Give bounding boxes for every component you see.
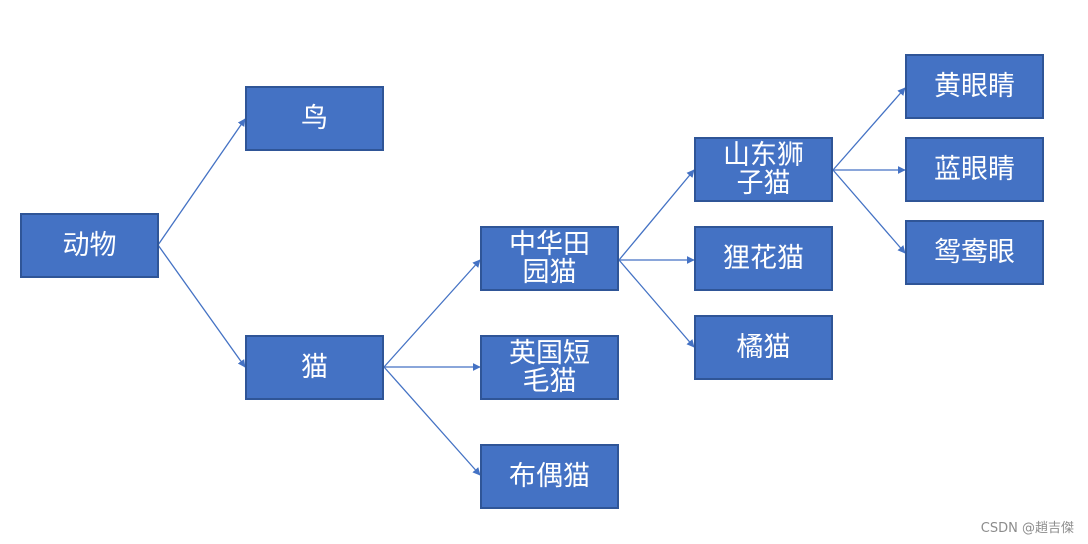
node-ragdoll-label: 布偶猫: [509, 460, 590, 492]
node-blue-eyes: 蓝眼睛: [905, 137, 1044, 202]
edge-chinese-orange: [618, 259, 695, 348]
node-yellow-eyes: 黄眼睛: [905, 54, 1044, 119]
edge-shandong-odd: [832, 169, 906, 254]
edge-animal-bird: [157, 118, 246, 246]
node-li-hua-cat: 狸花猫: [694, 226, 833, 291]
edge-cat-chinese: [383, 259, 481, 368]
node-blue-eyes-label: 蓝眼睛: [934, 153, 1015, 185]
node-chinese-cat: 中华田园猫: [480, 226, 619, 291]
node-british-cat-label: 英国短毛猫: [509, 337, 590, 397]
node-shandong-lion-cat-label: 山东狮子猫: [723, 139, 804, 199]
node-cat-label: 猫: [301, 351, 328, 383]
edge-cat-ragdoll: [383, 366, 481, 476]
node-odd-eyes: 鸳鸯眼: [905, 220, 1044, 285]
node-animal: 动物: [20, 213, 159, 278]
node-bird: 鸟: [245, 86, 384, 151]
node-chinese-cat-label: 中华田园猫: [509, 228, 590, 288]
node-ragdoll: 布偶猫: [480, 444, 619, 509]
edge-shandong-yellow: [832, 87, 906, 171]
node-orange-cat-label: 橘猫: [736, 331, 791, 363]
edge-chinese-shandong: [618, 169, 695, 261]
node-orange-cat: 橘猫: [694, 315, 833, 380]
node-animal-label: 动物: [62, 229, 117, 261]
edge-animal-cat: [157, 244, 246, 368]
node-yellow-eyes-label: 黄眼睛: [934, 70, 1015, 102]
node-shandong-lion-cat: 山东狮子猫: [694, 137, 833, 202]
node-li-hua-cat-label: 狸花猫: [723, 242, 804, 274]
node-british-cat: 英国短毛猫: [480, 335, 619, 400]
watermark: CSDN @趙吉傑: [980, 521, 1074, 536]
node-odd-eyes-label: 鸳鸯眼: [934, 236, 1015, 268]
node-cat: 猫: [245, 335, 384, 400]
node-bird-label: 鸟: [301, 102, 328, 134]
